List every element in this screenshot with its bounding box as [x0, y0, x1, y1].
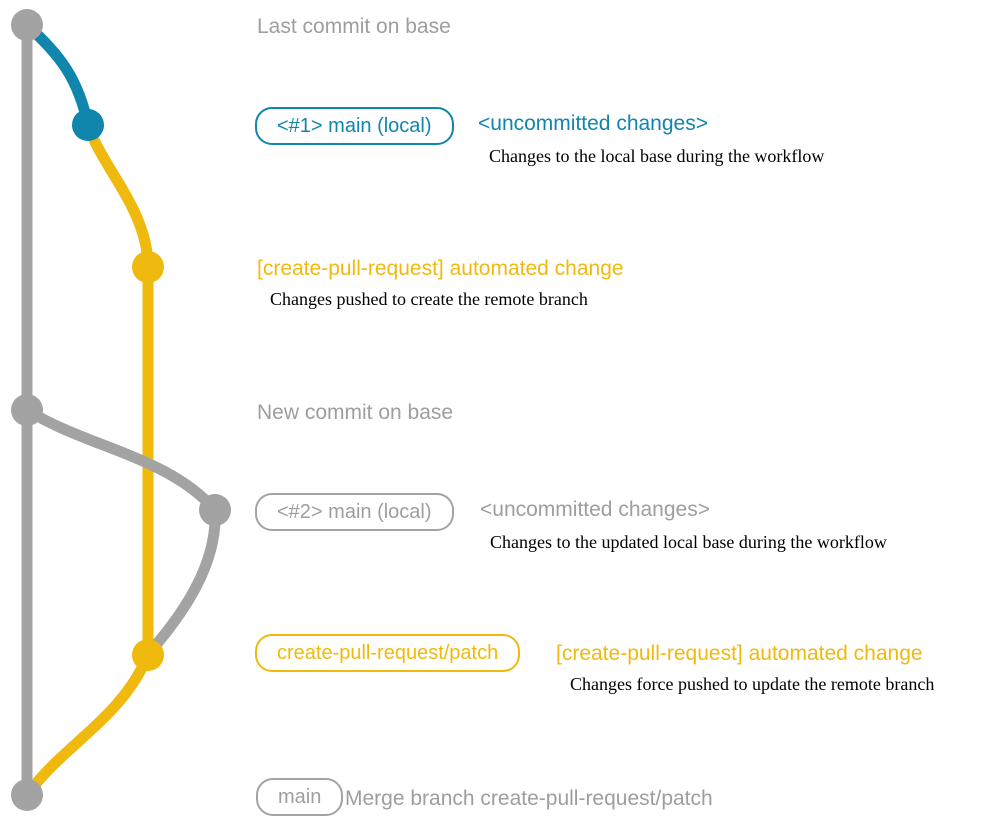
commit-message-automated-change-1: [create-pull-request] automated change	[257, 257, 624, 280]
commit-dot-local-2	[199, 494, 231, 526]
commit-message-automated-change-2: [create-pull-request] automated change	[556, 642, 923, 665]
commit-dot-local-1	[72, 109, 104, 141]
annotation-force-push: Changes force pushed to update the remot…	[570, 674, 935, 694]
status-uncommitted-changes-1: <uncommitted changes>	[478, 112, 708, 135]
annotation-local-base-2: Changes to the updated local base during…	[490, 532, 887, 552]
commit-message-merge: Merge branch create-pull-request/patch	[345, 787, 713, 810]
heading-last-commit: Last commit on base	[257, 15, 451, 38]
branch-pill-main-local-2-label: <#2> main (local)	[277, 500, 432, 523]
local-main-branch-line-1	[21, 19, 94, 131]
branch-pill-main-label: main	[278, 785, 322, 808]
branch-pill-main-local-1: <#1> main (local)	[255, 107, 454, 145]
branch-pill-main-local-1-label: <#1> main (local)	[277, 114, 432, 137]
commit-dot-base-2	[11, 394, 43, 426]
annotation-local-base-1: Changes to the local base during the wor…	[489, 146, 825, 166]
local-main-branch-line-2	[21, 404, 221, 658]
branch-pill-main: main	[256, 778, 344, 816]
commit-dot-remote-2	[132, 639, 164, 671]
commit-dot-base-1	[11, 9, 43, 41]
annotation-push-create: Changes pushed to create the remote bran…	[270, 289, 588, 309]
commit-dot-remote-1	[132, 251, 164, 283]
status-uncommitted-changes-2: <uncommitted changes>	[480, 498, 710, 521]
branch-pill-create-pull-request-patch-label: create-pull-request/patch	[277, 641, 499, 664]
heading-new-commit: New commit on base	[257, 401, 454, 424]
branch-pill-main-local-2: <#2> main (local)	[255, 493, 454, 531]
commit-dot-merge	[11, 779, 43, 811]
branch-pill-create-pull-request-patch: create-pull-request/patch	[255, 634, 521, 672]
